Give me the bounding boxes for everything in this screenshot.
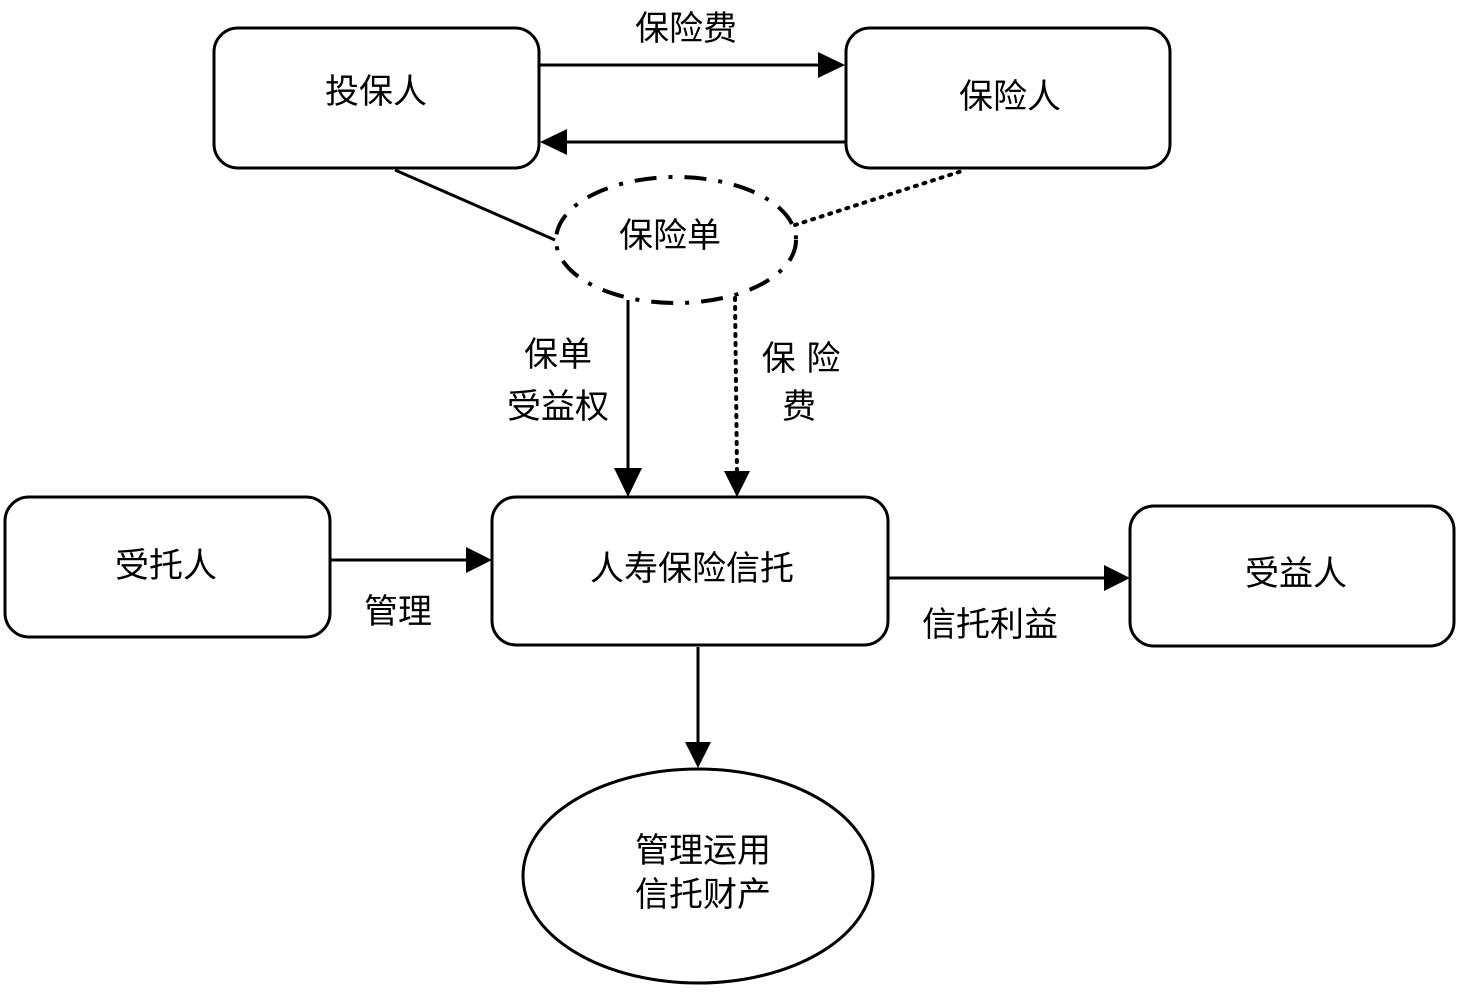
edge-premium-dotted	[724, 296, 750, 497]
node-label: 人寿保险信托	[590, 549, 794, 589]
node-ellipse	[554, 175, 798, 305]
edge-premium-to-insurer	[540, 52, 845, 78]
node-label: 投保人	[325, 72, 427, 112]
node-policyholder: 投保人	[212, 26, 541, 170]
edge-trust-benefit	[888, 565, 1130, 591]
edge-label-premium-top: 保险费	[635, 9, 737, 49]
arrowhead	[685, 742, 711, 768]
node-box	[1128, 504, 1456, 648]
node-label-line1: 管理运用	[635, 831, 771, 871]
edge-label-manage: 管理	[364, 592, 432, 632]
edge-policyholder-policy	[394, 168, 556, 242]
arrowhead	[614, 468, 642, 497]
node-label-line2: 信托财产	[635, 875, 771, 915]
node-beneficiary: 受益人	[1128, 504, 1456, 648]
node-label: 保险人	[959, 77, 1061, 117]
node-label: 保险单	[619, 216, 721, 256]
arrowhead	[818, 52, 845, 78]
edge-label-premium-side-1: 保 险	[762, 339, 841, 379]
edge-label-premium-side-2: 费	[782, 387, 816, 427]
node-life-insurance-trust: 人寿保险信托	[490, 495, 890, 647]
edge-policy-benefit	[614, 300, 642, 497]
node-box	[3, 495, 332, 639]
node-manage-trust-assets: 管理运用 信托财产	[521, 767, 875, 985]
edge-label-policy-benefit-1: 保单	[524, 335, 592, 375]
node-box	[490, 495, 890, 647]
node-ellipse	[521, 767, 875, 985]
node-policy: 保险单	[554, 175, 798, 305]
node-trustee: 受托人	[3, 495, 332, 639]
node-label: 受益人	[1245, 554, 1347, 594]
edge-insurer-policy-dotted	[793, 168, 967, 227]
edge-trust-to-assets	[685, 647, 711, 768]
arrowhead	[466, 547, 492, 573]
arrowhead	[1104, 565, 1130, 591]
edge-label-policy-benefit-2: 受益权	[507, 387, 609, 427]
node-label: 受托人	[115, 546, 217, 586]
node-insurer: 保险人	[844, 26, 1172, 170]
node-box	[212, 26, 541, 170]
edge-line	[733, 296, 739, 474]
arrowhead	[724, 471, 750, 497]
node-box	[844, 26, 1172, 170]
edge-trustee-manage	[330, 547, 492, 573]
arrowhead	[540, 129, 567, 155]
edge-label-trust-benefit: 信托利益	[922, 605, 1058, 645]
edge-insurer-to-policyholder	[540, 129, 845, 155]
